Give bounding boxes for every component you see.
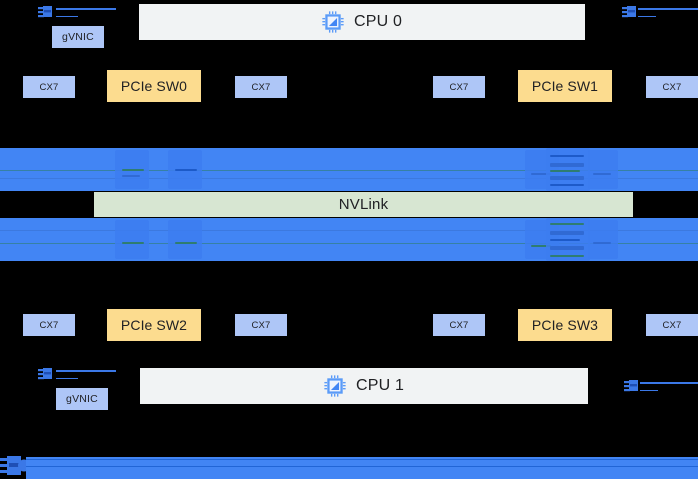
gvnic-box-bottom[interactable]: gVNIC <box>56 388 108 410</box>
ethernet-connector-icon <box>38 6 52 18</box>
gvnic-connector-bottom-left <box>38 366 116 382</box>
cpu-1-label: CPU 1 <box>355 377 405 394</box>
ethernet-connector-icon <box>624 380 638 392</box>
node-cx7-top-2[interactable]: CX7 <box>433 76 485 98</box>
gvnic-connector-top-right <box>622 4 698 20</box>
node-pcie-sw0[interactable]: PCIe SW0 <box>107 70 201 102</box>
bottom-fabric-bar <box>26 457 698 479</box>
node-cx7-top-0[interactable]: CX7 <box>23 76 75 98</box>
node-cx7-top-3[interactable]: CX7 <box>646 76 698 98</box>
cpu-chip-icon <box>322 11 344 33</box>
gvnic-box-top[interactable]: gVNIC <box>52 26 104 48</box>
node-cx7-bottom-0[interactable]: CX7 <box>23 314 75 336</box>
gpu-band-lower <box>0 218 698 261</box>
cpu-1-bar[interactable]: CPU 1 <box>140 368 588 404</box>
node-cx7-bottom-2[interactable]: CX7 <box>433 314 485 336</box>
gvnic-connector-bottom-right <box>624 378 698 394</box>
cpu-0-label: CPU 0 <box>353 13 403 30</box>
node-cx7-bottom-3[interactable]: CX7 <box>646 314 698 336</box>
gpu-band-upper <box>0 148 698 191</box>
node-pcie-sw3[interactable]: PCIe SW3 <box>518 309 612 341</box>
node-pcie-sw1[interactable]: PCIe SW1 <box>518 70 612 102</box>
node-cx7-top-1[interactable]: CX7 <box>235 76 287 98</box>
gvnic-connector-top-left <box>38 4 116 20</box>
cpu-0-bar[interactable]: CPU 0 <box>139 4 585 40</box>
ethernet-connector-icon <box>38 368 52 380</box>
node-pcie-sw2[interactable]: PCIe SW2 <box>107 309 201 341</box>
nvlink-box[interactable]: NVLink <box>94 192 633 217</box>
cpu-chip-icon <box>324 375 346 397</box>
ethernet-connector-icon <box>622 6 636 18</box>
node-cx7-bottom-1[interactable]: CX7 <box>235 314 287 336</box>
